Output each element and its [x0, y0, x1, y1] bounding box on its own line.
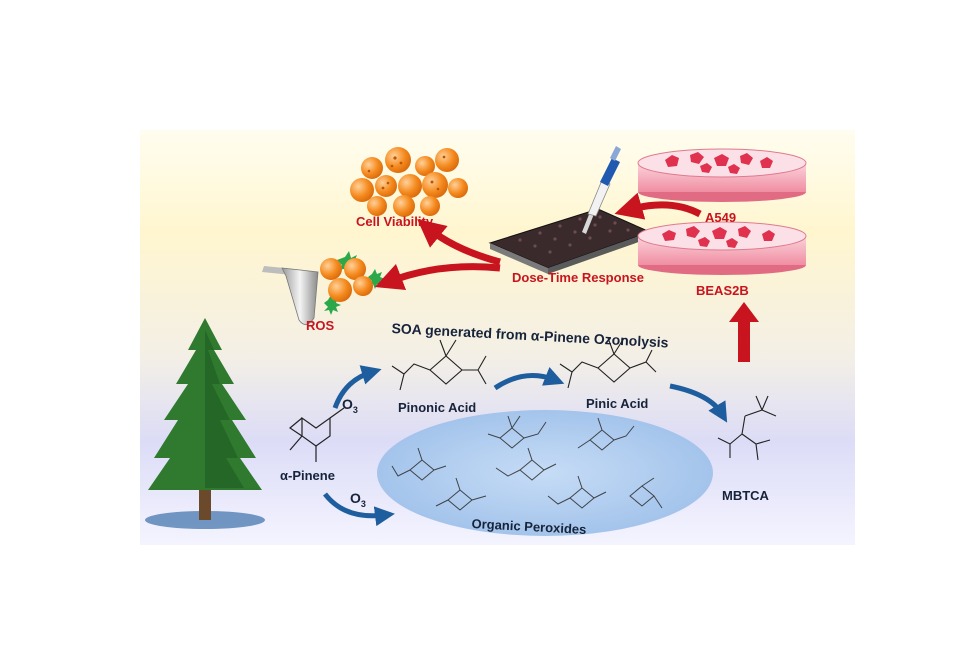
arrow-pinene-to-peroxides — [323, 492, 395, 527]
multiwell-plate-icon — [488, 208, 652, 274]
o3-subscript: 3 — [360, 498, 366, 509]
pinic-acid-structure — [559, 337, 657, 389]
arrow-to-ros — [374, 263, 501, 291]
arrow-up-to-cells — [729, 302, 759, 362]
ros-cells-icon — [320, 251, 385, 315]
peroxide-structures — [391, 415, 663, 511]
alpha-pinene-label: α-Pinene — [280, 468, 335, 483]
ros-label: ROS — [306, 318, 335, 333]
cell-viability-label: Cell Viability — [356, 214, 434, 229]
mbtca-label: MBTCA — [722, 488, 769, 503]
beas2b-label: BEAS2B — [696, 283, 749, 298]
arrow-pinic-to-mbtca — [669, 383, 728, 423]
dish-beas2b-icon — [637, 221, 807, 275]
pinonic-acid-structure — [391, 339, 487, 391]
mbtca-structure — [717, 395, 777, 461]
o3-label-upper: O3 — [342, 396, 358, 415]
o3-symbol: O — [350, 490, 361, 506]
pinic-acid-label: Pinic Acid — [586, 396, 649, 411]
pine-tree-icon — [145, 318, 265, 529]
ros-tube-icon — [262, 266, 319, 325]
dish-a549-icon — [637, 148, 807, 202]
arrow-dish-to-plate — [614, 192, 702, 220]
a549-label: A549 — [705, 210, 737, 225]
alpha-pinene-structure — [288, 407, 345, 462]
o3-symbol: O — [342, 396, 353, 412]
organic-peroxides-ellipse — [377, 410, 713, 536]
pipette-icon — [582, 146, 621, 234]
cell-viability-cluster-icon — [350, 147, 468, 217]
arrow-to-cell-viability — [417, 219, 501, 266]
arrow-pinene-to-pinonic — [332, 365, 382, 409]
pinonic-acid-label: Pinonic Acid — [398, 400, 477, 415]
arrow-pinonic-to-pinic — [493, 367, 565, 391]
dose-time-label: Dose-Time Response — [512, 270, 644, 285]
o3-label-lower: O3 — [350, 490, 366, 509]
o3-subscript: 3 — [352, 404, 358, 415]
